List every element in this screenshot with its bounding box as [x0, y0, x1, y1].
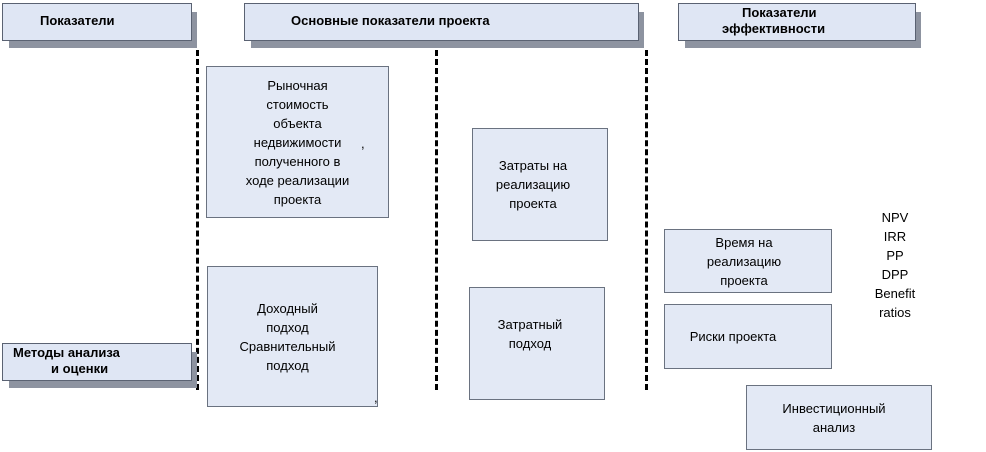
box-costs: Затраты на реализацию проекта [472, 128, 608, 241]
header-main-indicators-label: Основные показатели проекта [291, 13, 490, 28]
connector-line-right [645, 50, 648, 390]
box-risks-text: Риски проекта [689, 329, 777, 344]
header-methods-line1: Методы анализа [13, 345, 120, 360]
box-costs-text: Затраты на реализацию проекта [495, 158, 571, 211]
box-approaches: Доходный подход Сравнительный подход [207, 266, 378, 407]
box-market-value: Рыночная стоимость объекта недвижимости … [206, 66, 389, 218]
header-methods: Методы анализа и оценки [2, 343, 192, 381]
approaches-comma: , [374, 390, 378, 405]
market-value-comma: , [361, 136, 365, 151]
box-risks: Риски проекта [664, 304, 832, 369]
header-indicators: Показатели [2, 3, 192, 41]
connector-line-left [196, 50, 199, 390]
box-approaches-text: Доходный подход Сравнительный подход [239, 300, 336, 373]
box-duration: Время на реализацию проекта [664, 229, 832, 293]
connector-line-middle [435, 50, 438, 390]
box-duration-text: Время на реализацию проекта [706, 234, 782, 288]
header-indicators-label: Показатели [40, 13, 115, 28]
box-investment-analysis-text: Инвестиционный анализ [782, 400, 886, 435]
header-efficiency-line2: эффективности [722, 21, 826, 36]
efficiency-metrics-list: NPV IRR PP DPP Benefit ratios [874, 210, 916, 320]
box-cost-approach: Затратный подход [469, 287, 605, 400]
header-main-indicators: Основные показатели проекта [244, 3, 639, 41]
header-efficiency: Показатели эффективности [678, 3, 916, 41]
header-methods-line2: и оценки [51, 361, 109, 376]
box-investment-analysis: Инвестиционный анализ [746, 385, 932, 450]
header-efficiency-line1: Показатели [742, 5, 817, 20]
box-market-value-text: Рыночная стоимость объекта недвижимости … [245, 77, 350, 207]
box-cost-approach-text: Затратный подход [497, 316, 563, 351]
